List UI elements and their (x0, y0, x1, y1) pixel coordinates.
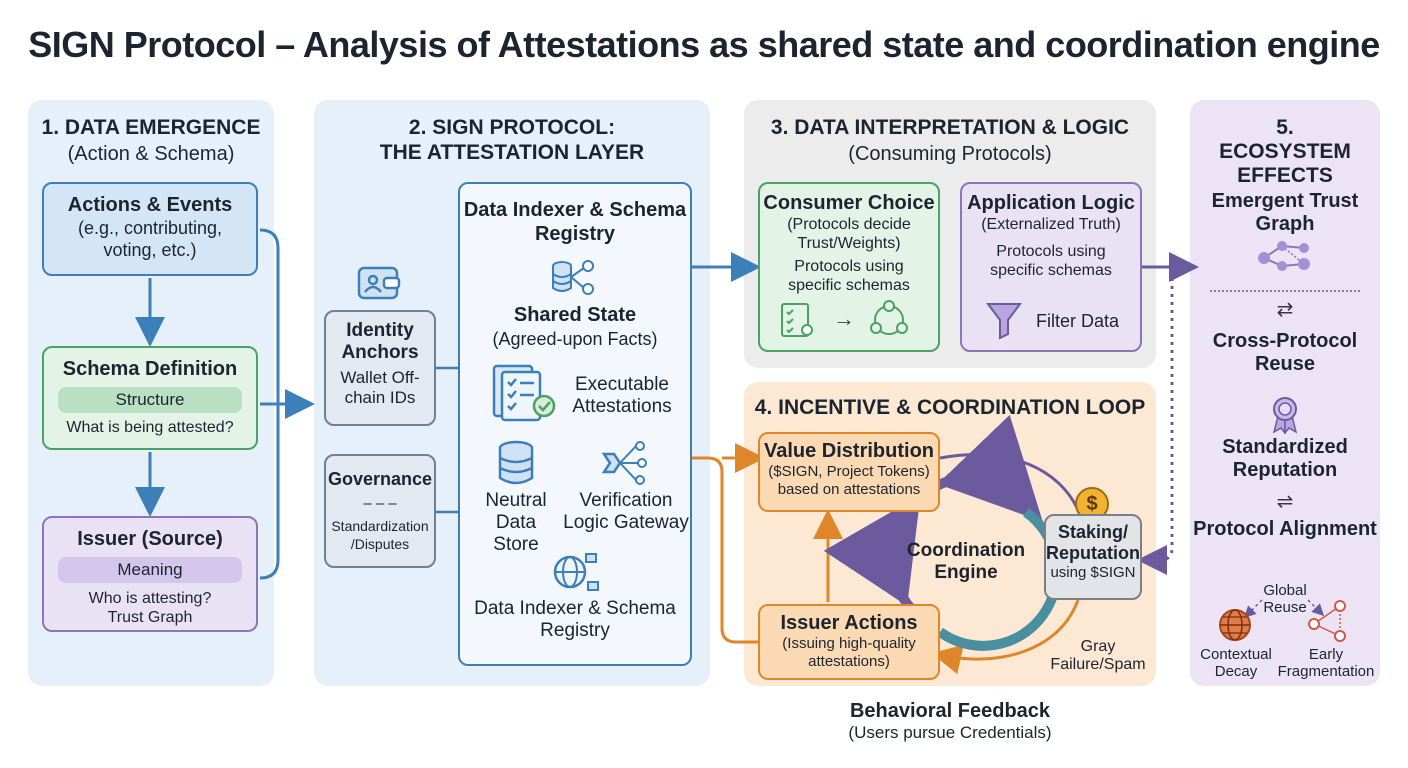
protocol-alignment-label: Protocol Alignment (1193, 518, 1377, 540)
structure-pill: Structure (58, 387, 242, 413)
identity-anchors-box: Identity Anchors Wallet Off-chain IDs (324, 310, 436, 426)
col5-header: 5. ECOSYSTEM EFFECTS (1219, 116, 1351, 187)
award-badge-icon (1272, 397, 1298, 434)
value-distribution-box: Value Distribution ($SIGN, Project Token… (758, 432, 940, 512)
filter-funnel-icon (986, 303, 1022, 340)
globe-registry-icon (553, 553, 599, 591)
panel-ecosystem-effects (1190, 100, 1380, 686)
indexer-top-label: Data Indexer & Schema Registry (463, 199, 687, 245)
value-distribution-text: ($SIGN, Project Tokens) based on attesta… (768, 463, 930, 498)
wallet-icon (357, 266, 401, 300)
actions-events-box: Actions & Events (e.g., contributing, vo… (42, 182, 258, 276)
trust-graph-icon (1258, 241, 1310, 271)
governance-title: Governance (327, 469, 433, 489)
standardized-reputation-label: Standardized Reputation (1222, 436, 1348, 481)
col1-subheader: (Action & Schema) (67, 143, 235, 165)
governance-box: Governance – – – Standardization /Disput… (324, 454, 436, 568)
actions-events-text: (e.g., contributing, voting, etc.) (77, 218, 223, 260)
value-distribution-title: Value Distribution (763, 440, 935, 462)
checklist-icon (781, 303, 813, 337)
meaning-pill: Meaning (58, 557, 242, 583)
application-logic-text: (Externalized Truth) (981, 216, 1121, 233)
orange-bracket (692, 456, 758, 644)
neutral-data-store-label: Neutral Data Store (485, 490, 547, 555)
database-icon (498, 440, 534, 485)
cross-protocol-label: Cross-Protocol Reuse (1212, 330, 1358, 375)
actions-events-title: Actions & Events (67, 194, 233, 216)
governance-text: Standardization /Disputes (331, 518, 429, 552)
globe-icon (1219, 609, 1251, 641)
col3-subheader: (Consuming Protocols) (848, 143, 1052, 165)
early-fragmentation-label: Early Fragmentation (1277, 646, 1375, 680)
feedback-dotted-arrow (1137, 278, 1174, 575)
governance-dash: – – – (363, 495, 397, 512)
coin-symbol: $ (1086, 493, 1098, 515)
filter-data-label: Filter Data (1036, 311, 1120, 331)
consumer-choice-text: (Protocols decide Trust/Weights) (787, 216, 911, 252)
consumer-choice-text2: Protocols using specific schemas (788, 258, 910, 294)
col1-header: 1. DATA EMERGENCE (41, 116, 261, 139)
global-reuse-label: Global Reuse (1263, 582, 1307, 616)
shared-state-icon (552, 260, 594, 295)
shared-state-title: Shared State (513, 304, 637, 326)
schema-definition-text: What is being attested? (66, 419, 234, 436)
indexer-bottom-label: Data Indexer & Schema Registry (474, 598, 676, 641)
identity-anchors-title: Identity Anchors (341, 320, 419, 363)
swap-arrows-icon: ⇄ (1276, 299, 1294, 321)
fragmentation-icon (1308, 600, 1346, 642)
behavioral-feedback-title: Behavioral Feedback (849, 700, 1051, 722)
identity-anchors-text: Wallet Off-chain IDs (340, 368, 420, 407)
staking-reputation-title: Staking/ Reputation (1046, 522, 1140, 563)
coordination-engine-label: Coordination Engine (906, 540, 1026, 583)
executable-attestation-icon (492, 364, 556, 422)
col4-header: 4. INCENTIVE & COORDINATION LOOP (754, 396, 1146, 419)
consumer-arrow: → (833, 306, 855, 331)
issuer-source-text: Who is attesting? Trust Graph (88, 590, 212, 626)
col3-header: 3. DATA INTERPRETATION & LOGIC (770, 116, 1130, 139)
shared-state-text: (Agreed-upon Facts) (492, 329, 658, 349)
verification-gateway-label: Verification Logic Gateway (563, 490, 689, 533)
staking-reputation-box: Staking/ Reputation using $SIGN (1044, 514, 1142, 600)
gray-failure-label: Gray Failure/Spam (1050, 638, 1146, 673)
executable-attestations-label: Executable Attestations (572, 374, 672, 417)
contextual-decay-label: Contextual Decay (1200, 646, 1272, 680)
issuer-actions-title: Issuer Actions (780, 612, 918, 634)
issuer-actions-box: Issuer Actions (Issuing high-quality att… (758, 604, 940, 680)
emergent-trust-label: Emergent Trust Graph (1211, 190, 1359, 235)
issuer-actions-text: (Issuing high-quality attestations) (782, 635, 916, 670)
behavioral-feedback-text: (Users pursue Credentials) (848, 723, 1052, 742)
col2-header-line1: 2. SIGN PROTOCOL: (408, 116, 616, 139)
arrow-to-decay (1243, 599, 1263, 619)
alignment-icon: ⇌ (1276, 491, 1294, 513)
issuer-source-box: Issuer (Source) Meaning Who is attesting… (42, 516, 258, 632)
application-logic-text2: Protocols using specific schemas (990, 243, 1112, 279)
network-cycle-icon (870, 300, 908, 335)
page-title: SIGN Protocol – Analysis of Attestations… (28, 24, 1380, 65)
staking-reputation-text: using $SIGN (1050, 564, 1136, 581)
issuer-source-title: Issuer (Source) (77, 528, 223, 550)
divider-1 (1210, 290, 1360, 292)
schema-definition-box: Schema Definition Structure What is bein… (42, 346, 258, 450)
schema-definition-title: Schema Definition (62, 358, 238, 380)
loop-arrow-bottom (931, 599, 1080, 675)
consumer-choice-title: Consumer Choice (763, 192, 935, 214)
gateway-icon (601, 441, 647, 485)
application-logic-title: Application Logic (967, 192, 1135, 214)
application-logic-box: Application Logic (Externalized Truth) P… (960, 182, 1142, 352)
col2-header-line2: THE ATTESTATION LAYER (379, 141, 645, 164)
